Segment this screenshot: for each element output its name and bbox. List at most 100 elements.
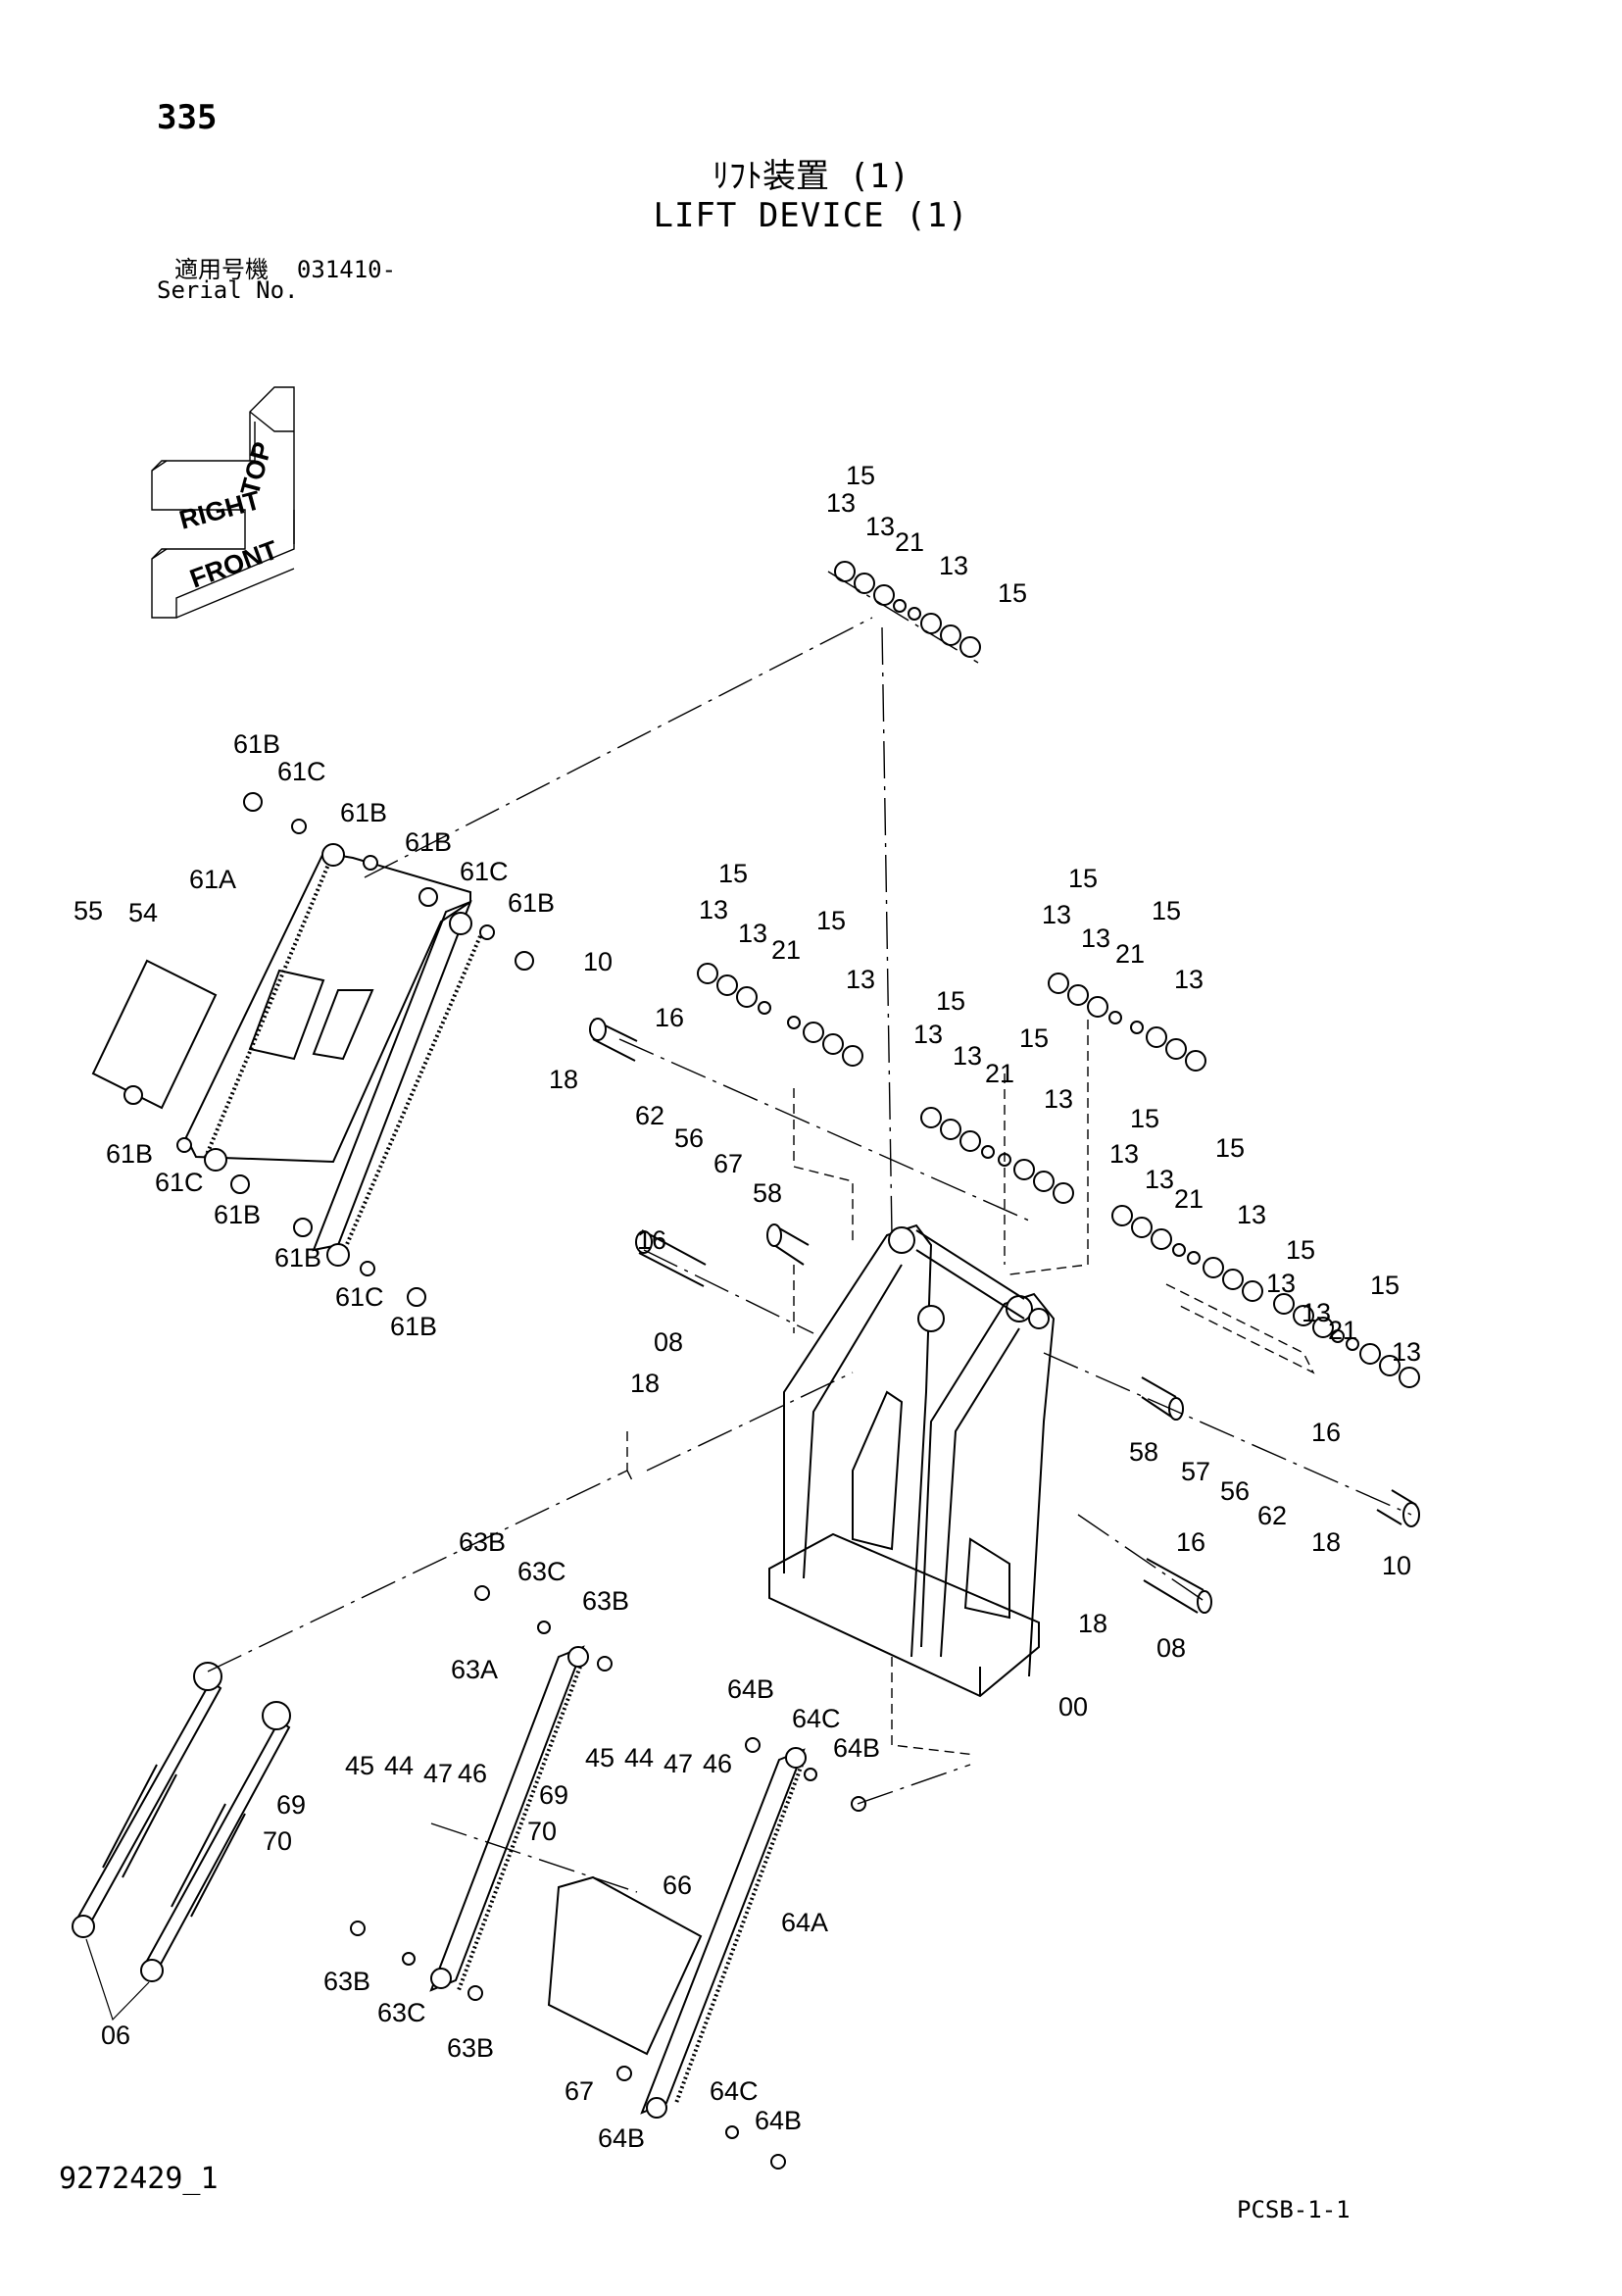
callout: 63B (323, 1967, 370, 1996)
callout: 18 (549, 1065, 578, 1094)
callout: 15 (1370, 1271, 1400, 1300)
callout: 56 (1220, 1476, 1250, 1506)
callout: 15 (1130, 1104, 1159, 1133)
callout: 67 (713, 1149, 743, 1178)
callout: 61C (277, 757, 326, 786)
callout: 61B (405, 827, 452, 857)
callout: 13 (939, 551, 968, 580)
serial-value: 031410- (296, 256, 397, 283)
callout: 13 (1044, 1084, 1073, 1114)
callout: 64A (781, 1908, 828, 1937)
callout: 64B (755, 2106, 802, 2135)
callout: 13 (699, 895, 728, 924)
callout: 58 (1129, 1437, 1158, 1467)
callout: 61B (390, 1312, 437, 1341)
callout: 21 (895, 527, 924, 557)
callout: 61C (155, 1168, 204, 1197)
callout: 64B (833, 1733, 880, 1763)
callout: 63C (377, 1998, 426, 2027)
callout: 16 (1311, 1418, 1341, 1447)
callout: 47 (423, 1759, 453, 1788)
callout: 54 (128, 898, 158, 927)
figure-code: 9272429_1 (59, 2162, 219, 2196)
callout: 45 (585, 1743, 614, 1772)
callout: 56 (674, 1123, 704, 1153)
callout: 15 (1068, 864, 1098, 893)
callout: 16 (1176, 1527, 1205, 1557)
callout: 63A (451, 1655, 498, 1684)
callout: 67 (565, 2076, 594, 2106)
callout: 21 (1115, 939, 1145, 969)
callout: 58 (753, 1178, 782, 1208)
callout: 62 (1257, 1501, 1287, 1530)
callout: 61C (335, 1282, 384, 1312)
callout: 15 (936, 986, 965, 1016)
callout: 64B (727, 1674, 774, 1704)
callout: 61B (214, 1200, 261, 1229)
callout: 13 (913, 1020, 943, 1049)
callout: 61C (460, 857, 509, 886)
callout: 21 (1174, 1184, 1204, 1214)
callout: 15 (1215, 1133, 1245, 1163)
callout: 46 (458, 1759, 487, 1788)
callout: 63B (582, 1586, 629, 1616)
callout: 69 (539, 1780, 568, 1810)
callout: 10 (1382, 1551, 1411, 1580)
callout: 13 (865, 512, 895, 541)
callout: 13 (1145, 1165, 1174, 1194)
callout: 13 (953, 1041, 982, 1071)
callout: 70 (263, 1826, 292, 1856)
callout: 46 (703, 1749, 732, 1778)
callout: 18 (1311, 1527, 1341, 1557)
callout: 16 (637, 1225, 666, 1255)
callout: 66 (663, 1871, 692, 1900)
callout: 61A (189, 865, 236, 894)
callout: 15 (1152, 896, 1181, 925)
callout: 13 (1174, 965, 1204, 994)
callout: 15 (816, 906, 846, 935)
callout: 44 (624, 1743, 654, 1772)
callout-labels: 15 13 13 21 13 15 61B 61C 61B 61B 61C 61… (74, 461, 1421, 2153)
callout: 61B (340, 798, 387, 827)
callout: 08 (1156, 1633, 1186, 1663)
orientation-arrow-icon: TOP RIGHT FRONT (151, 386, 295, 619)
orient-label-right: RIGHT (176, 485, 264, 535)
callout: 63B (459, 1527, 506, 1557)
callout: 15 (718, 859, 748, 888)
callout: 13 (826, 488, 856, 518)
callout: 57 (1181, 1457, 1210, 1486)
callout: 63C (517, 1557, 566, 1586)
callout: 61B (274, 1243, 321, 1273)
callout: 61B (106, 1139, 153, 1169)
callout: 62 (635, 1101, 664, 1130)
callout: 13 (1237, 1200, 1266, 1229)
callout: 08 (654, 1327, 683, 1357)
callout: 13 (1302, 1298, 1331, 1327)
callout: 64C (710, 2076, 759, 2106)
document-code: PCSB-1-1 (1237, 2196, 1351, 2223)
callout: 13 (738, 919, 767, 948)
callout: 44 (384, 1751, 414, 1780)
callout: 61B (233, 729, 280, 759)
serial-label-jp: 適用号機 (174, 256, 269, 283)
lift-device-drawing-icon (72, 561, 1420, 2170)
callout: 15 (998, 578, 1027, 608)
callout: 15 (1019, 1023, 1049, 1053)
page-number: 335 (157, 98, 218, 137)
orient-label-front: FRONT (186, 534, 282, 593)
callout: 00 (1058, 1692, 1088, 1722)
title-japanese: ﾘﾌﾄ装置 (1) (713, 157, 909, 196)
callout: 55 (74, 896, 103, 925)
callout: 64B (598, 2123, 645, 2153)
callout: 15 (846, 461, 875, 490)
callout: 70 (527, 1817, 557, 1846)
callout: 13 (1042, 900, 1071, 929)
callout: 13 (1109, 1139, 1139, 1169)
callout: 45 (345, 1751, 374, 1780)
callout: 13 (1392, 1337, 1421, 1367)
callout: 10 (583, 947, 613, 976)
callout: 61B (508, 888, 555, 918)
callout: 64C (792, 1704, 841, 1733)
callout: 18 (630, 1369, 660, 1398)
